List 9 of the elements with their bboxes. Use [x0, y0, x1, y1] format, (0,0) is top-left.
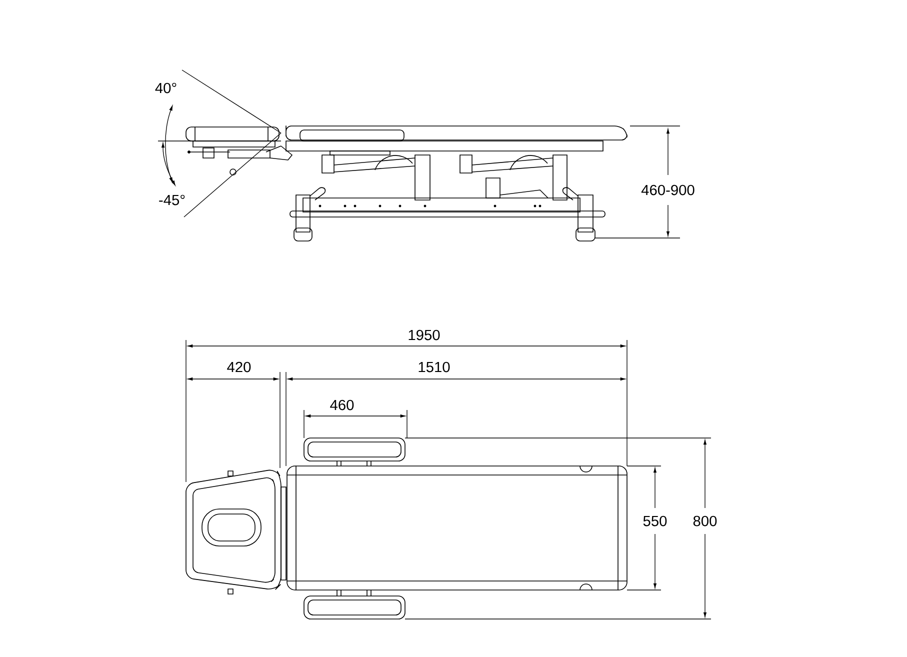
dimension-label: 1950	[408, 330, 440, 340]
dimension-label: 800	[693, 516, 717, 526]
dimension-label: 460-900	[641, 184, 694, 196]
dimension-label: 460	[330, 400, 354, 410]
dimension-label: -45°	[159, 194, 185, 206]
dimension-label: 420	[227, 362, 251, 372]
dimension-label: 550	[643, 516, 667, 526]
dimension-label: 40°	[155, 82, 176, 94]
dimension-label: 1510	[418, 362, 450, 372]
